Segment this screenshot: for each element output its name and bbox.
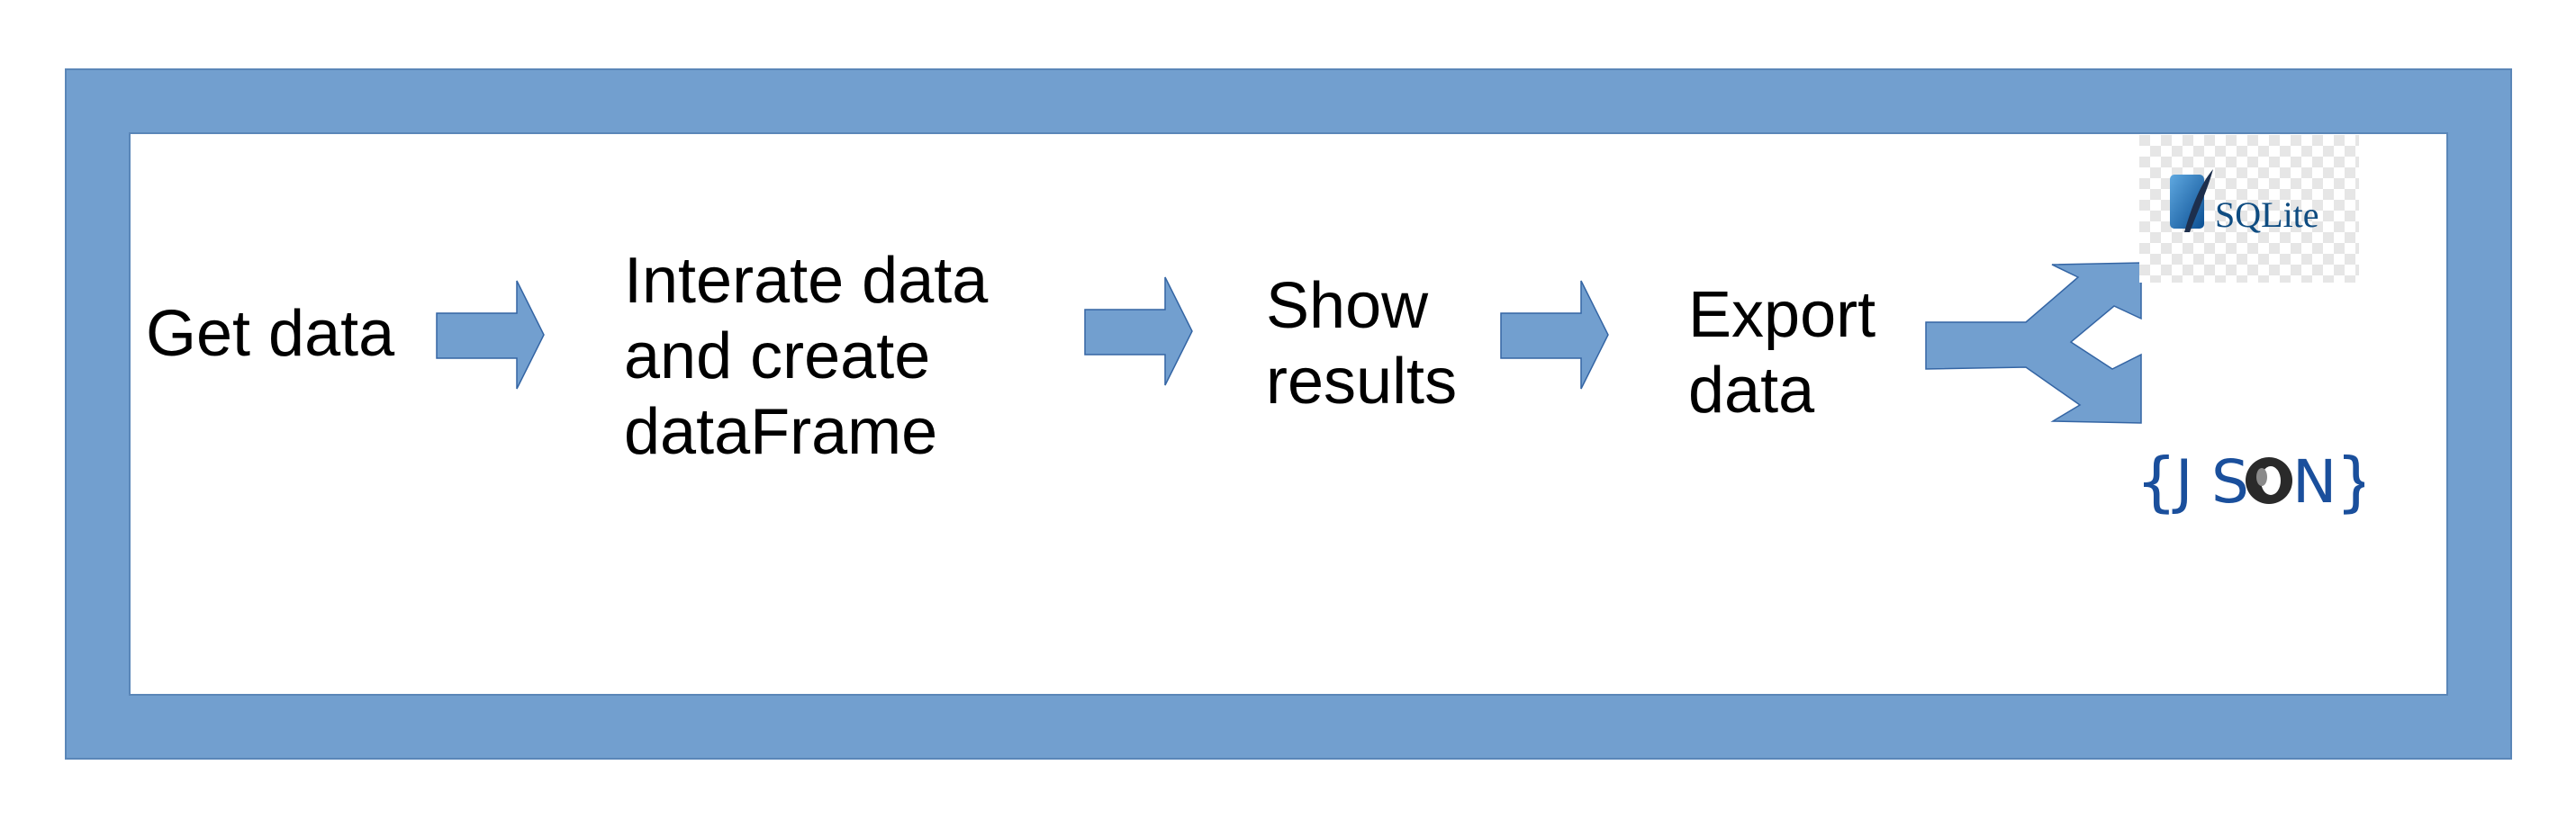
flow-arrow-2 (1084, 276, 1193, 386)
step-get-data: Get data (146, 298, 395, 370)
json-left-brace: { (2136, 444, 2177, 518)
diagram-panel (129, 132, 2448, 696)
json-letter-s: S (2211, 447, 2249, 517)
sqlite-wordmark: SQLite (2215, 194, 2319, 235)
step-iterate-data: Interate data and create dataFrame (624, 245, 989, 468)
branch-arrow-shape (1925, 262, 2142, 424)
json-ring-icon (2246, 457, 2292, 504)
json-right-brace: } (2336, 444, 2364, 518)
flow-arrow-1 (436, 280, 545, 390)
sqlite-feather-icon (2184, 169, 2213, 232)
json-letter-j: J (2172, 447, 2192, 517)
step-show-results: Show results (1266, 270, 1458, 418)
branch-arrow (1925, 262, 2142, 424)
flow-arrow-1-shape (436, 280, 545, 390)
sqlite-logo: SQLite (2139, 135, 2359, 283)
json-logo: { J S N } (2136, 444, 2364, 518)
flow-arrow-2-shape (1084, 276, 1193, 386)
json-letter-n: N (2292, 447, 2336, 517)
flow-arrow-3-shape (1500, 280, 1609, 390)
step-export-data: Export data (1688, 279, 1876, 427)
flow-arrow-3 (1500, 280, 1609, 390)
